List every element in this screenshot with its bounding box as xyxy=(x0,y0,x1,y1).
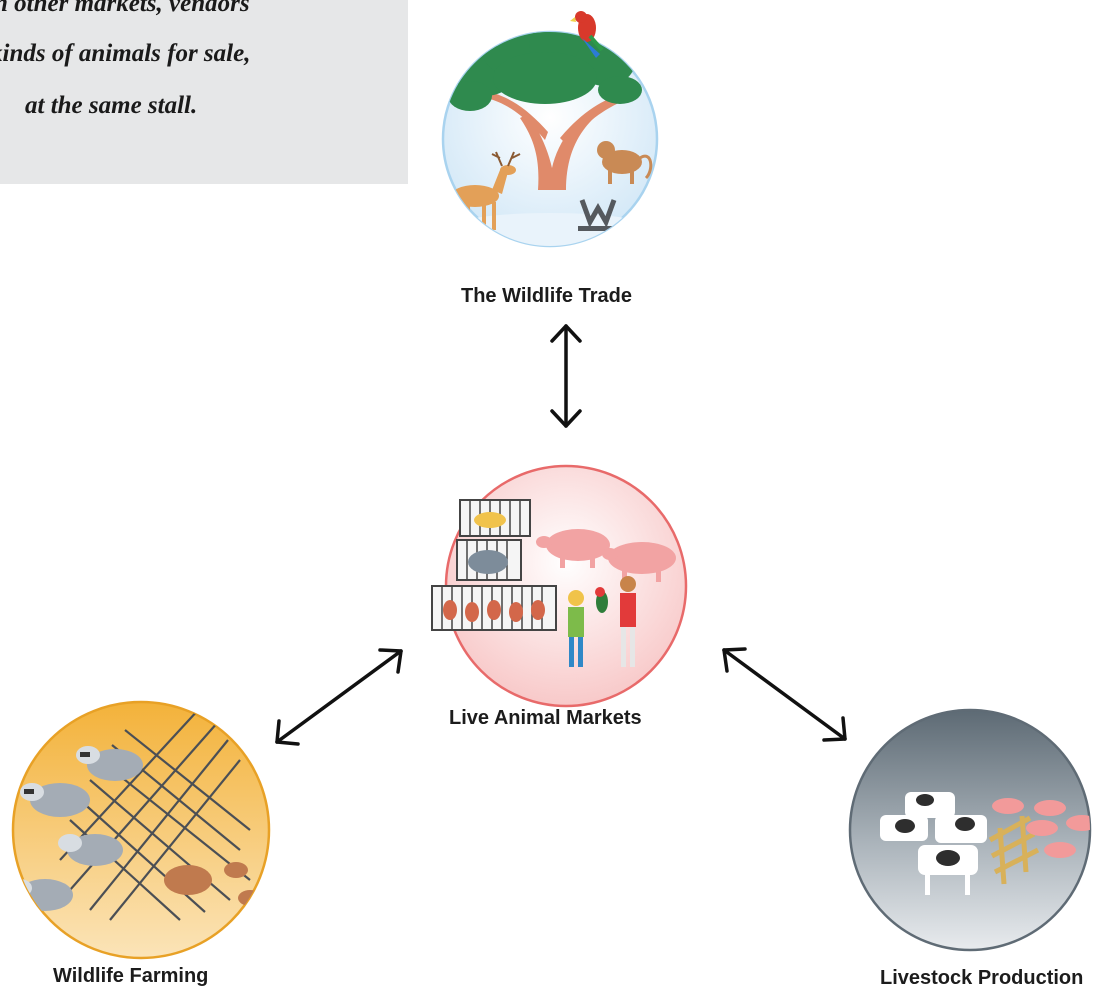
pig-icon xyxy=(992,798,1090,858)
callout-box: n other markets, vendors kinds of animal… xyxy=(0,0,408,184)
callout-line-1: n other markets, vendors xyxy=(0,0,250,17)
cages-pigs-people-parrot-illustration xyxy=(431,499,676,667)
monkey-icon xyxy=(597,141,653,184)
wildlife-farming-label: Wildlife Farming xyxy=(53,965,209,987)
trap-icon xyxy=(578,199,618,231)
cow-icon xyxy=(880,792,987,895)
live-markets-label: Live Animal Markets xyxy=(449,707,642,729)
fence-icon xyxy=(988,815,1040,885)
pig-icon xyxy=(536,529,676,582)
arrow-markets-farming xyxy=(275,648,403,746)
wildlife-trade-label: The Wildlife Trade xyxy=(461,285,632,307)
people-icon xyxy=(568,576,636,667)
callout-line-3: at the same stall. xyxy=(25,92,198,119)
wildlife-trade-node xyxy=(441,11,659,248)
arrow-trade-markets xyxy=(550,324,582,428)
livestock-label: Livestock Production xyxy=(880,967,1084,989)
livestock-node xyxy=(848,708,1092,952)
arrow-markets-livestock xyxy=(722,647,847,742)
parrot-icon xyxy=(570,11,604,58)
callout-line-2: kinds of animals for sale, xyxy=(0,40,251,67)
cows-pigs-fence-illustration xyxy=(880,792,1090,895)
wildlife-farming-node xyxy=(11,700,271,960)
live-markets-node xyxy=(431,464,688,708)
